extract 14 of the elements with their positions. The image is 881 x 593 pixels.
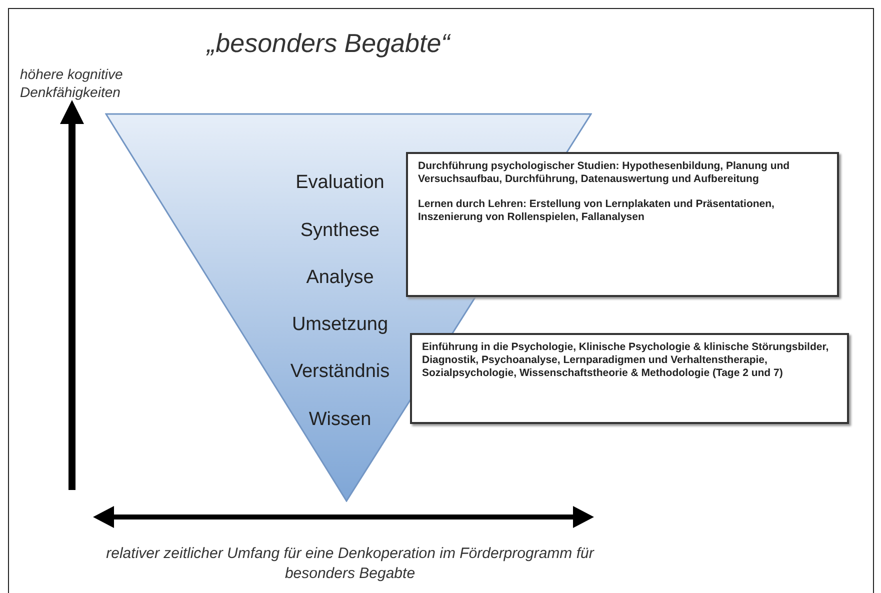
level-label: Umsetzung [292,314,388,336]
level-label: Analyse [306,267,374,289]
level-label: Evaluation [296,172,384,194]
paragraph: Durchführung psychologischer Studien: Hypothesenbildung, Planung und Versuchsaufbau, Durchführung, Datenauswertung und Aufbereitung [418,160,791,186]
title: „besonders Begabte“ [207,28,450,59]
paragraph: Lernen durch Lehren: Erstellung von Lernplakaten und Präsentationen, Inszenierung von Rollenspielen, Fallanalysen [418,198,776,224]
level-label: Verständnis [290,361,390,383]
text-box [410,333,849,424]
level-label: Synthese [300,220,380,242]
paragraph: Einführung in die Psychologie, Klinische Psychologie & klinische Störungsbilder, Diagnostik, Psychoanalyse, Lernparadigmen und Verhaltenstherapie, Sozialpsychologie, Wissenschaftstheorie & Methodologie (Tage 2 und 7) [422,341,830,380]
level-label: Wissen [308,409,372,431]
axis-label: höhere kognitive Denkfähigkeiten [20,65,124,102]
text-box [406,152,839,297]
axis-label: relativer zeitlicher Umfang für eine Denkoperation im Förderprogramm für besonders Begabte [105,544,596,583]
